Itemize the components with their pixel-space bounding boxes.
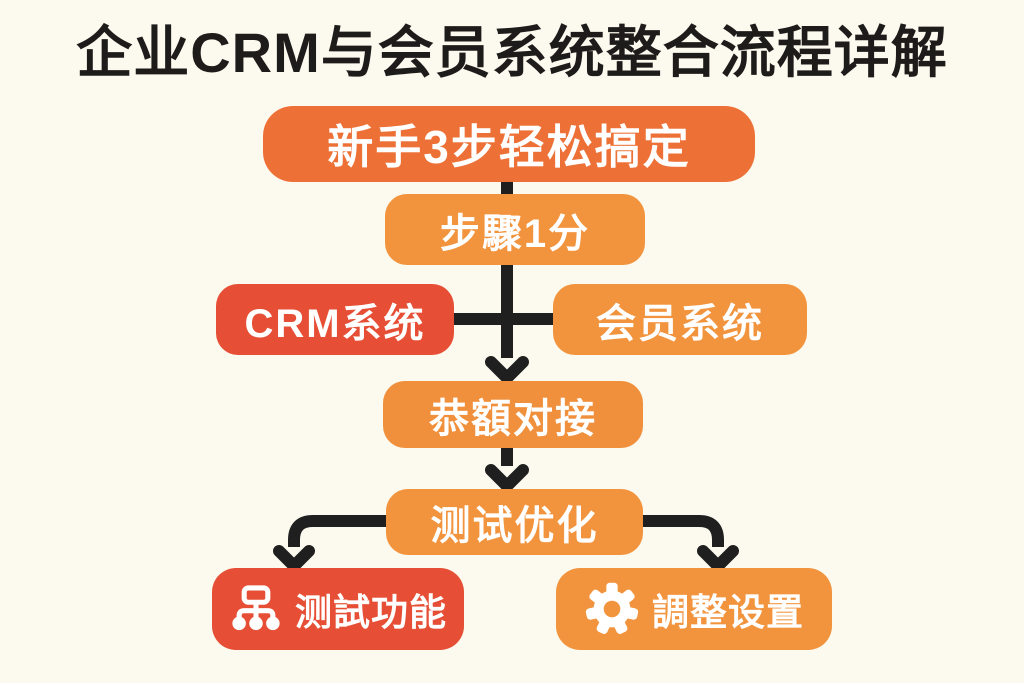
- node-step1: 步驟1分: [385, 194, 645, 265]
- node-test-optimize-label: 测试优化: [430, 504, 599, 548]
- gear-icon: [584, 581, 640, 637]
- node-test-function-label: 测試功能: [295, 592, 447, 633]
- sitemap-icon: [229, 582, 283, 636]
- page-title: 企业CRM与会员系统整合流程详解: [76, 21, 948, 84]
- node-data-dock-label: 恭額对接: [429, 396, 597, 441]
- node-crm-system: CRM系统: [216, 284, 454, 355]
- node-member-label: 会员系统: [596, 301, 764, 346]
- node-adjust-settings: 調整设置: [556, 568, 832, 650]
- node-test-optimize: 测试优化: [386, 489, 643, 555]
- arrowhead-testopt: [485, 464, 529, 492]
- node-adjust-settings-label: 調整设置: [652, 592, 804, 633]
- node-step1-label: 步驟1分: [439, 211, 591, 256]
- arrowhead-testfunc: [273, 545, 315, 572]
- node-test-function: 测試功能: [212, 568, 464, 650]
- edge-testopt-adjust: [641, 515, 724, 547]
- node-member-system: 会员系统: [553, 284, 807, 355]
- node-hero-label: 新手3步轻松搞定: [327, 121, 691, 173]
- node-hero: 新手3步轻松搞定: [263, 106, 755, 182]
- node-crm-label: CRM系统: [244, 301, 426, 346]
- arrowhead-adjust: [697, 545, 739, 572]
- arrowhead-dock: [485, 356, 529, 384]
- node-data-dock: 恭額对接: [383, 381, 643, 448]
- edge-testopt-testfunc: [288, 515, 388, 547]
